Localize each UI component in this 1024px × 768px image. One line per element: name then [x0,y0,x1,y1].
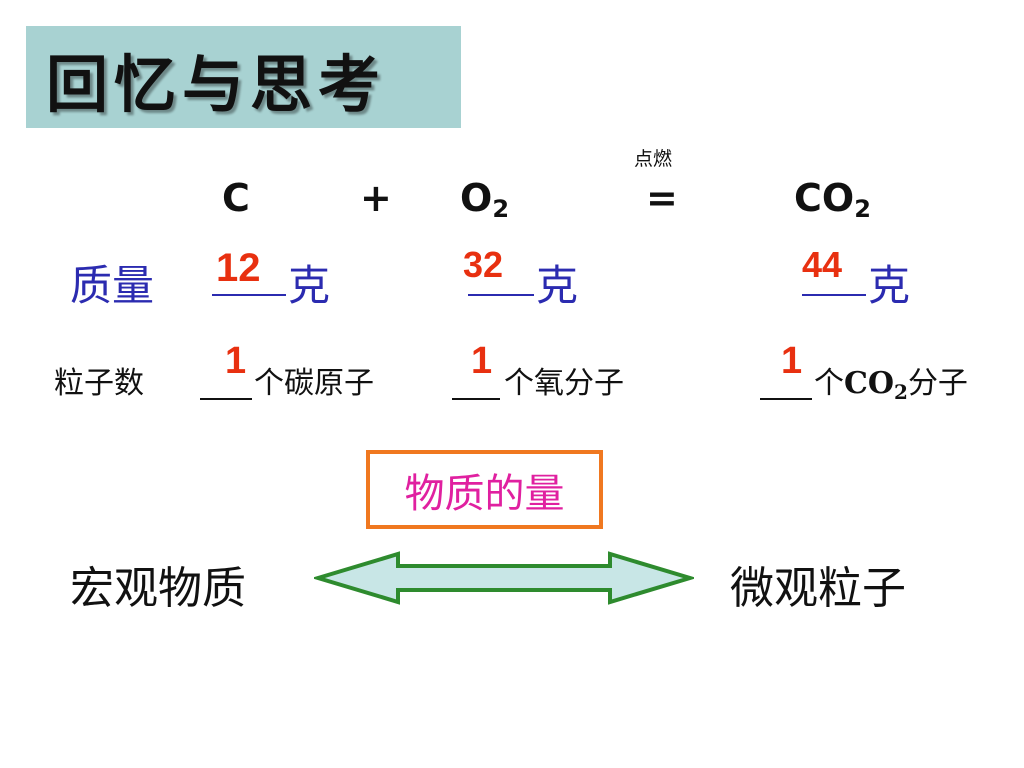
page-title: 回忆与思考 [46,48,387,121]
particle-answer-3: 1 [781,340,803,382]
mass-unit-1: 克 [288,261,331,310]
mass-label: 质量 [70,261,155,310]
particle-label: 粒子数 [54,366,144,401]
particle-answer-1: 1 [225,340,247,382]
mass-blank-3 [802,264,866,296]
particle-blank-2 [452,370,500,400]
plus-sign: + [360,176,392,220]
particle-blank-3 [760,370,812,400]
double-arrow-icon [314,551,694,605]
mass-blank-1 [212,264,286,296]
particle-item-carbon: 个碳原子 [254,366,374,401]
reactant-oxygen: O2 [460,176,510,223]
reaction-condition: 点燃 [634,148,673,170]
mass-answer-3: 44 [802,244,843,285]
product-co2: CO2 [794,176,871,223]
mass-answer-2: 32 [463,244,504,285]
reactant-carbon: C [222,176,250,220]
title-banner [26,26,461,128]
particle-blank-1 [200,370,252,400]
mass-blank-2 [468,264,534,296]
particle-item-co2: 个CO2分子 [814,366,968,404]
equals-sign: = [646,176,678,220]
amount-of-substance-label: 物质的量 [404,470,565,517]
amount-of-substance-box: 物质的量 [366,450,603,529]
mass-unit-3: 克 [868,261,911,310]
micro-label: 微观粒子 [730,563,906,614]
macro-label: 宏观物质 [70,563,246,614]
mass-answer-1: 12 [216,246,261,290]
particle-answer-2: 1 [471,340,493,382]
mass-unit-2: 克 [536,261,579,310]
particle-item-oxygen: 个氧分子 [504,366,624,401]
